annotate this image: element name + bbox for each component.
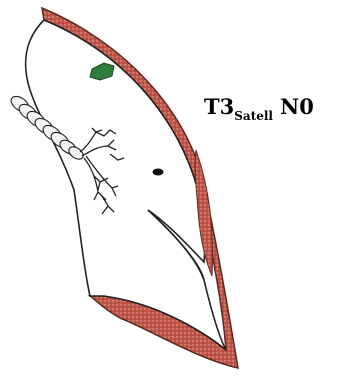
t-stage: T3 bbox=[204, 94, 234, 119]
n-stage: N0 bbox=[280, 94, 314, 119]
satellite-nodule bbox=[153, 169, 164, 176]
t-stage-subscript: Satell bbox=[234, 109, 273, 123]
